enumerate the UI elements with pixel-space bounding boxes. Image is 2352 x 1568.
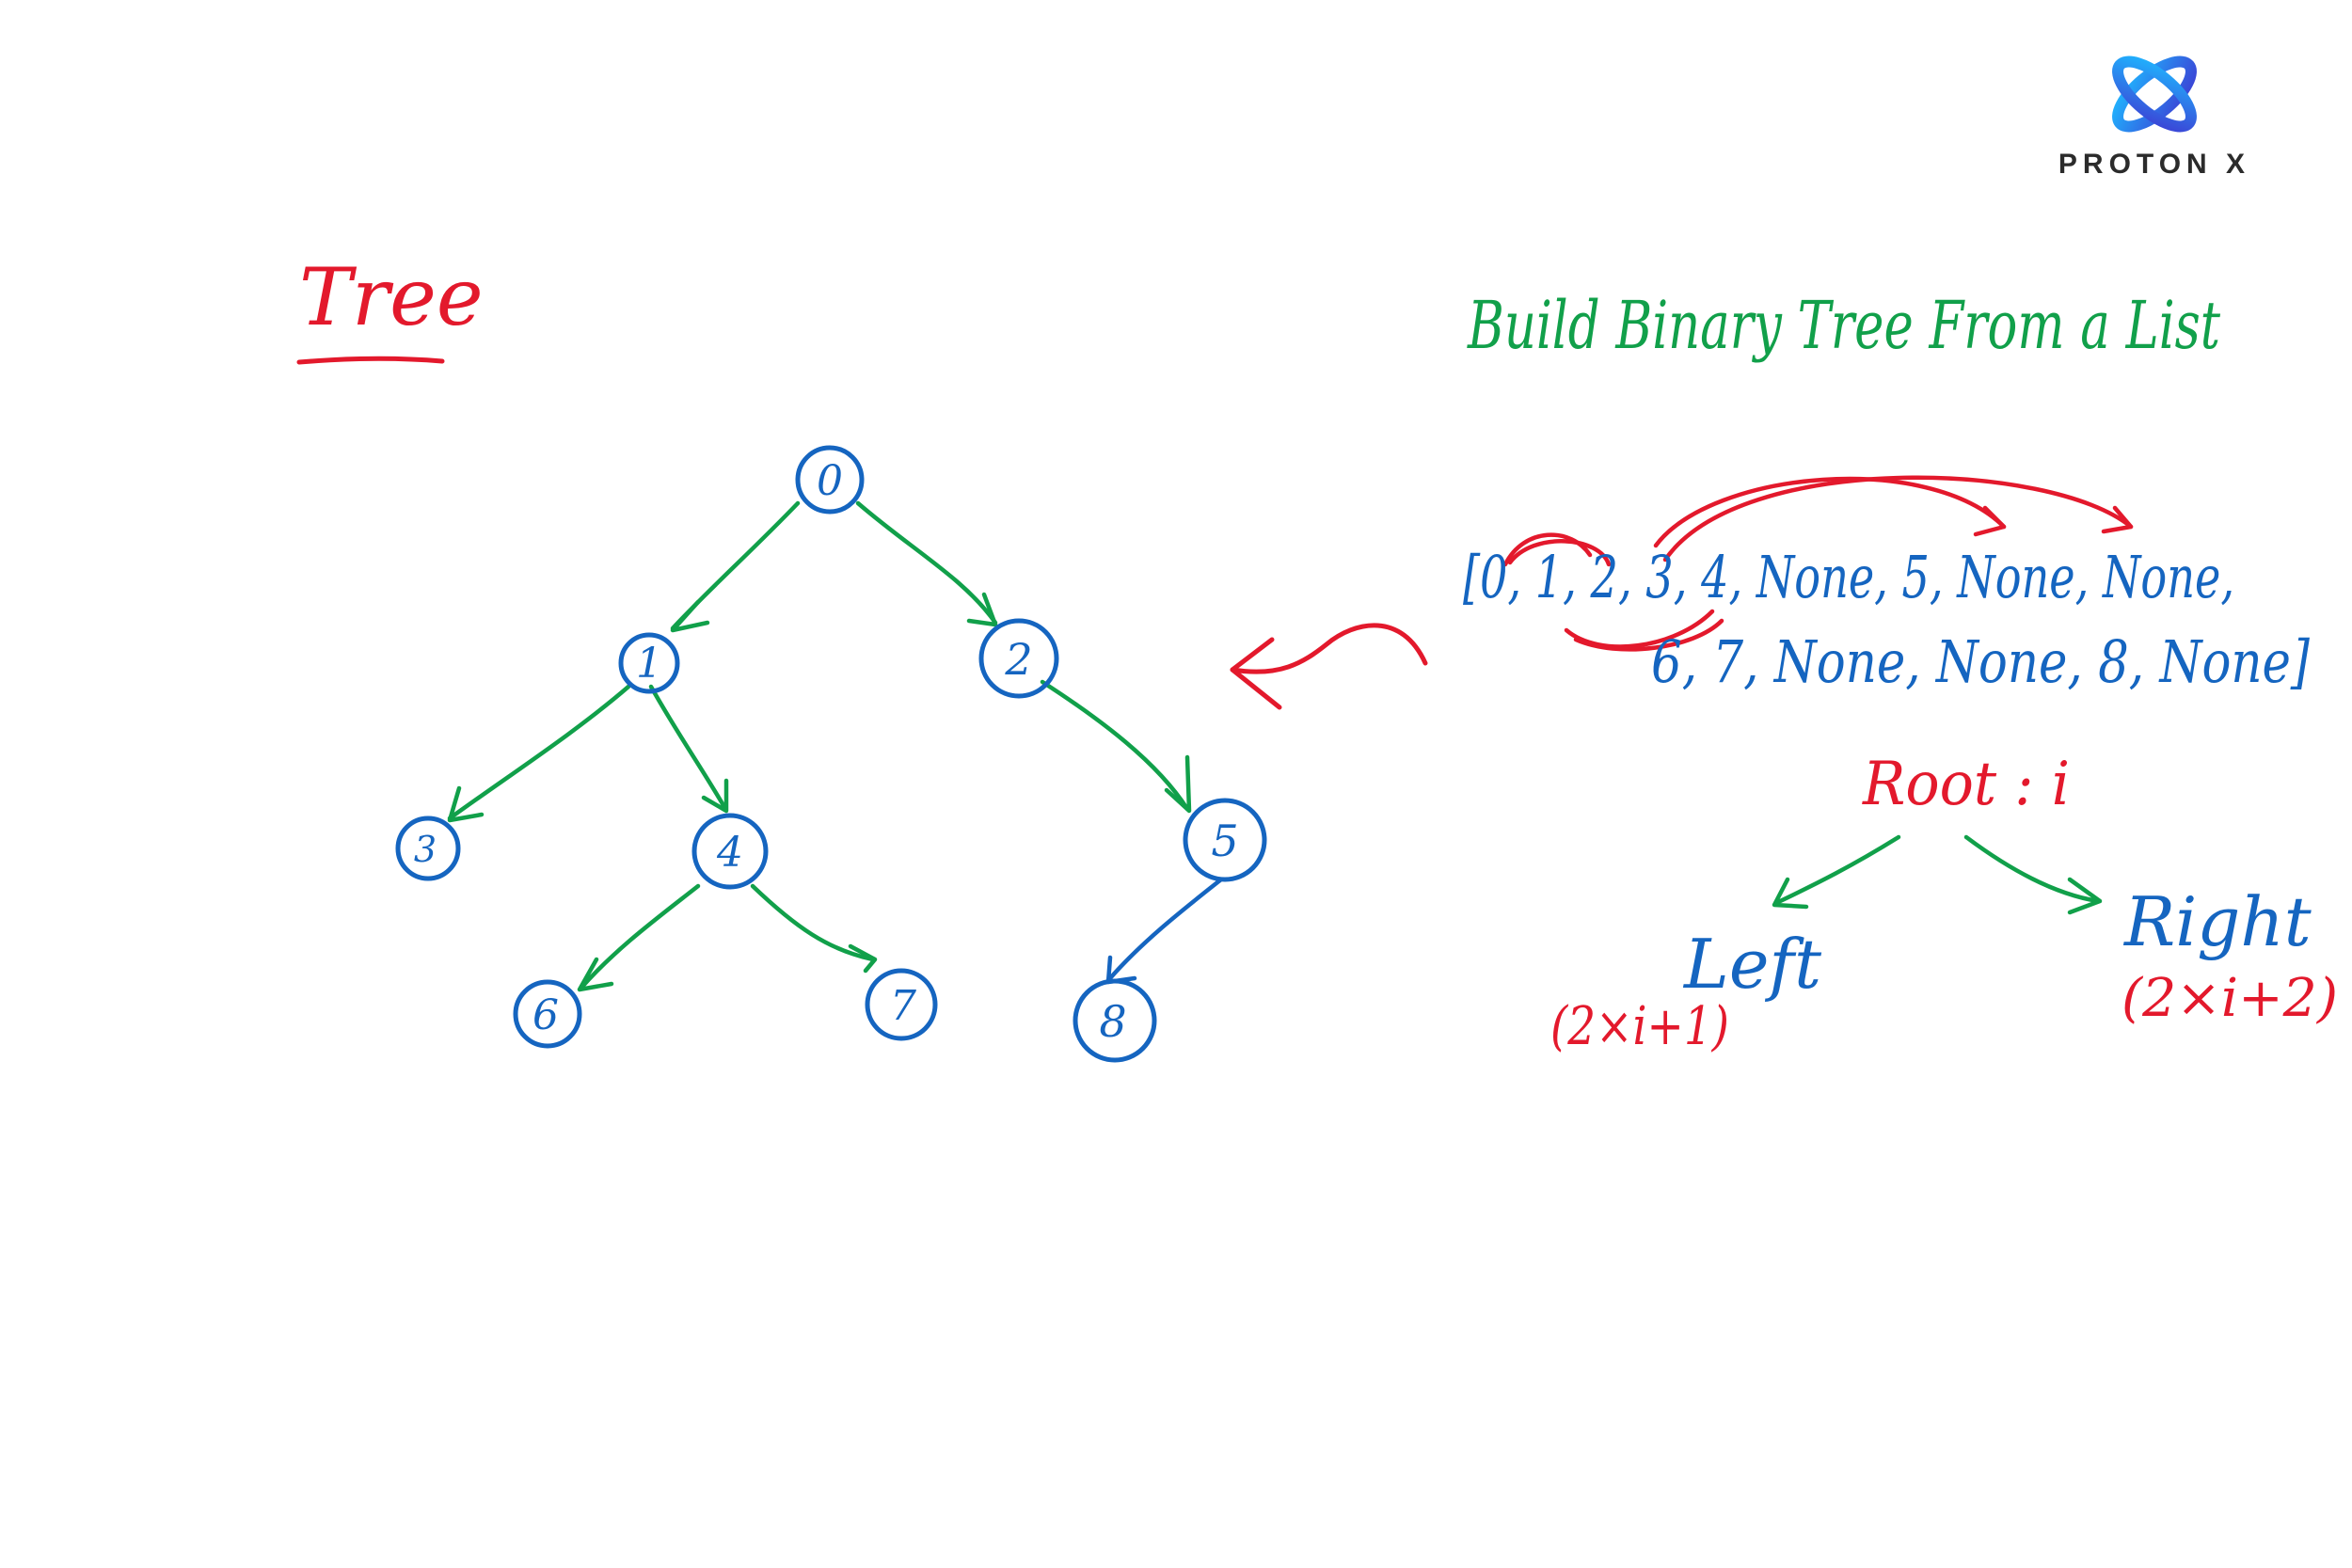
tree-node: 5 [1183,798,1267,882]
edge-0-1 [670,500,801,633]
svg-text:8: 8 [1099,996,1126,1047]
tree-node: 3 [395,816,461,881]
tree-node: 4 [691,813,769,890]
tree-node: 7 [865,968,938,1041]
tree-heading-text: Tree [299,251,484,343]
brand-logo: PROTON X [2058,55,2250,180]
tree-node: 0 [795,445,865,515]
tree-node: 1 [618,632,680,694]
svg-text:0: 0 [817,457,843,505]
svg-text:2: 2 [1004,634,1032,685]
tree-node: 2 [978,618,1059,699]
tree-node: 8 [1073,978,1157,1063]
root-children-arrows [1772,834,2103,915]
tree-edges [447,500,1224,992]
edge-1-3 [447,684,631,823]
tree-heading-underline [296,356,445,365]
svg-text:3: 3 [414,829,437,870]
right-child-formula: (2×i+2) [2122,968,2338,1029]
edge-1-4 [648,684,729,814]
edge-2-5 [1040,679,1192,814]
svg-text:6: 6 [532,991,559,1039]
svg-text:4: 4 [716,829,743,877]
svg-text:5: 5 [1211,816,1238,866]
svg-text:1: 1 [636,640,662,688]
build-tree-title: Build Binary Tree From a List [1466,287,2220,364]
atom-logo-icon [2112,55,2197,133]
svg-text:7: 7 [890,982,916,1030]
brand-name: PROTON X [2058,149,2250,180]
index-arrows [1502,475,2134,652]
tree-node: 6 [513,979,582,1049]
left-child-formula: (2×i+1) [1550,996,1729,1057]
right-child-label: Right [2122,882,2312,961]
edge-5-8 [1105,877,1224,985]
edge-4-6 [577,883,701,992]
left-child-label: Left [1682,925,1822,1004]
tree-nodes: 0 1 2 3 4 5 6 7 [395,445,1267,1063]
tree-heading: Tree [296,251,484,365]
list-line-2: 6, 7, None, None, 8, None] [1651,627,2311,696]
root-label: Root : i [1862,750,2070,819]
list-to-tree-arrow [1230,623,1428,710]
list-line-1: [0, 1, 2, 3, 4, None, 5, None, None, [1463,543,2234,611]
edge-4-7 [750,883,878,974]
edge-0-2 [855,500,998,627]
